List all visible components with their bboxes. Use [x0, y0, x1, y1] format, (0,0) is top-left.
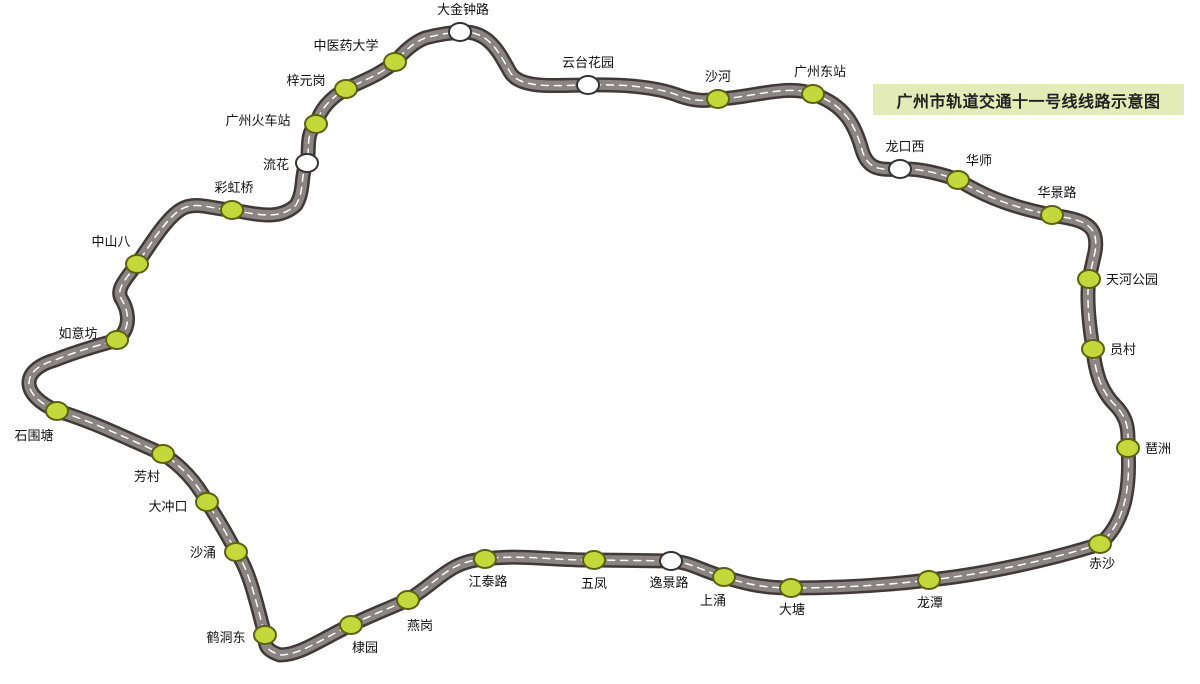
- station-label: 石围塘: [14, 428, 53, 444]
- station-marker: [1077, 269, 1101, 289]
- station-label: 华景路: [1037, 185, 1076, 201]
- station-marker: [304, 114, 328, 134]
- station-label: 华师: [966, 154, 992, 169]
- interchange-station-marker: [888, 159, 912, 179]
- station-label: 大塘: [779, 602, 805, 618]
- station-marker: [383, 52, 407, 72]
- station-marker: [396, 590, 420, 610]
- station-label: 云台花园: [562, 55, 614, 71]
- station-label: 员村: [1110, 343, 1136, 358]
- station-marker: [195, 492, 219, 512]
- station-label: 龙口西: [885, 140, 924, 155]
- station-label: 流花: [263, 157, 289, 173]
- interchange-station-marker: [576, 75, 600, 95]
- station-label: 沙涌: [190, 546, 216, 561]
- station-label: 琶洲: [1145, 442, 1171, 457]
- station-marker: [779, 578, 803, 598]
- station-label: 彩虹桥: [214, 181, 253, 196]
- station-label: 五凤: [581, 577, 607, 592]
- station-label: 广州东站: [794, 65, 846, 80]
- station-label: 逸景路: [649, 575, 688, 591]
- station-label: 沙河: [705, 70, 731, 85]
- station-marker: [151, 444, 175, 464]
- station-label: 天河公园: [1106, 273, 1158, 288]
- station-label: 中医药大学: [313, 38, 378, 54]
- station-marker: [706, 89, 730, 109]
- station-marker: [220, 200, 244, 220]
- station-label: 上涌: [700, 594, 726, 609]
- station-marker: [712, 567, 736, 587]
- interchange-station-marker: [295, 153, 319, 173]
- track-fill: [24, 26, 1134, 660]
- station-marker: [1040, 205, 1064, 225]
- station-marker: [45, 401, 69, 421]
- track-layer: [21, 24, 1137, 663]
- interchange-station-marker: [448, 22, 472, 42]
- station-marker: [917, 570, 941, 590]
- station-label: 如意坊: [58, 326, 97, 342]
- station-marker: [1081, 339, 1105, 359]
- station-marker: [1088, 534, 1112, 554]
- station-marker: [334, 79, 358, 99]
- station-layer: [45, 22, 1140, 645]
- station-marker: [339, 615, 363, 635]
- station-label: 龙潭: [917, 596, 943, 611]
- station-label: 大金钟路: [437, 2, 489, 18]
- station-marker: [105, 330, 129, 350]
- station-marker: [946, 170, 970, 190]
- station-label: 梓元岗: [286, 74, 325, 89]
- station-marker: [473, 549, 497, 569]
- station-label: 广州火车站: [225, 113, 290, 129]
- station-marker: [1116, 438, 1140, 458]
- station-marker: [801, 84, 825, 104]
- station-label: 赤沙: [1089, 557, 1115, 572]
- station-label: 江泰路: [468, 574, 507, 590]
- station-marker: [582, 550, 606, 570]
- station-label: 鹤洞东: [206, 630, 245, 646]
- station-label: 燕岗: [407, 619, 433, 634]
- interchange-station-marker: [659, 551, 683, 571]
- station-marker: [224, 542, 248, 562]
- station-label: 芳村: [134, 470, 160, 485]
- map-title: 广州市轨道交通十一号线线路示意图: [873, 84, 1184, 115]
- station-marker: [125, 254, 149, 274]
- station-label: 棣园: [352, 641, 378, 656]
- station-marker: [253, 625, 277, 645]
- station-label: 中山八: [91, 235, 130, 250]
- station-label: 大冲口: [148, 500, 187, 515]
